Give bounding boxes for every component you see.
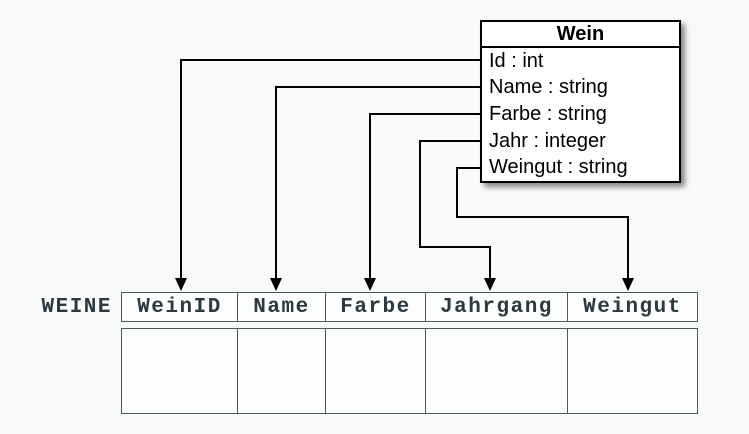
class-attribute-jahr: Jahr : integer — [489, 129, 606, 152]
body-cell-name — [237, 329, 325, 413]
class-attribute-farbe: Farbe : string — [489, 102, 607, 125]
table-name-label: WEINE — [41, 295, 112, 319]
body-cell-weingut — [567, 329, 697, 413]
body-cell-weinid — [122, 329, 237, 413]
arrow-weingut-to-weingut — [456, 167, 634, 291]
column-header-farbe: Farbe — [325, 293, 425, 321]
class-attribute-name: Name : string — [489, 76, 608, 99]
class-attribute-id: Id : int — [489, 49, 544, 72]
table-body-row — [121, 328, 698, 414]
column-header-weingut: Weingut — [567, 293, 697, 321]
column-header-jahrgang: Jahrgang — [425, 293, 567, 321]
column-header-name: Name — [237, 293, 325, 321]
class-box-attributes: Id : int Name : string Farbe : string Ja… — [482, 48, 679, 181]
class-box-title: Wein — [482, 22, 679, 48]
arrow-id-to-weinid — [175, 59, 480, 291]
arrow-name-to-name — [270, 86, 480, 291]
table-header-row: WeinID Name Farbe Jahrgang Weingut — [121, 292, 698, 322]
body-cell-farbe — [325, 329, 425, 413]
class-box-wein: Wein Id : int Name : string Farbe : stri… — [480, 20, 681, 183]
column-header-weinid: WeinID — [137, 295, 222, 319]
arrow-farbe-to-farbe — [364, 113, 480, 291]
class-attribute-weingut: Weingut : string — [489, 156, 628, 179]
body-cell-jahrgang — [425, 329, 567, 413]
